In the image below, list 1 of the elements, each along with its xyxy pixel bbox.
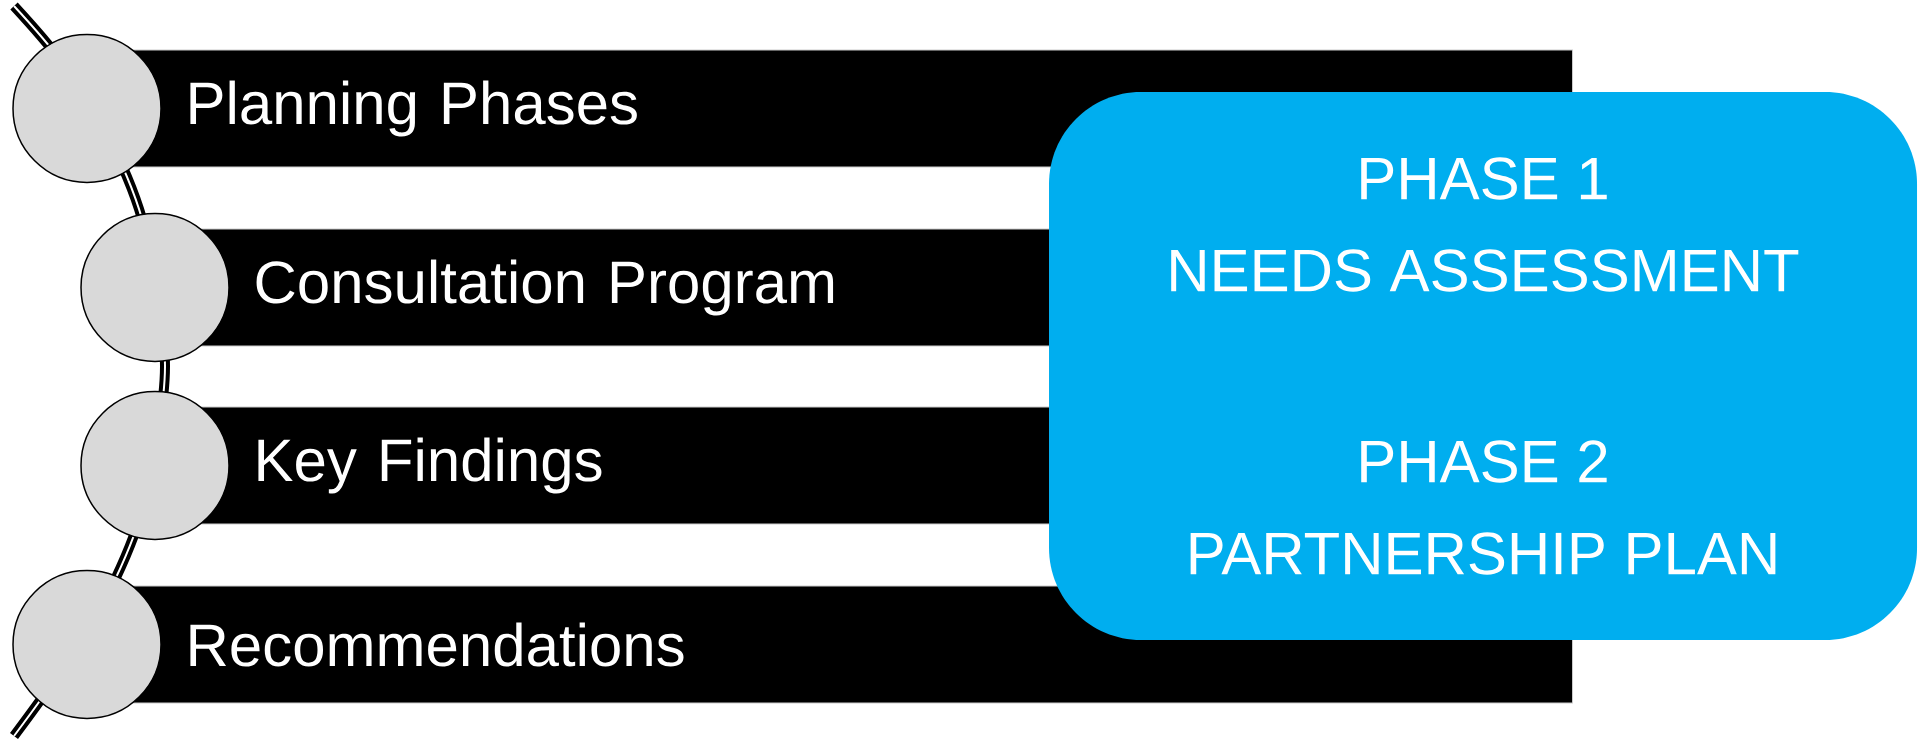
phase-box: PHASE 1 NEEDS ASSESSMENT PHASE 2 PARTNERSHIP PLAN [1049, 92, 1918, 640]
